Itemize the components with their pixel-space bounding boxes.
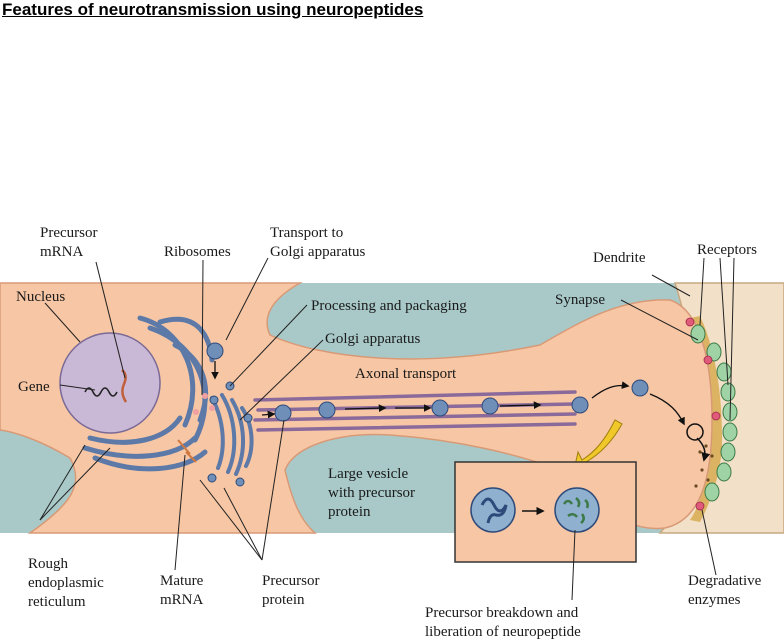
label-gene: Gene [18, 379, 50, 395]
label-synapse: Synapse [555, 292, 605, 308]
label-precursor-protein-1: Precursor [262, 573, 319, 589]
mature-mrna [177, 439, 197, 463]
label-nucleus: Nucleus [16, 289, 65, 305]
label-precursor-mrna-2: mRNA [40, 244, 84, 260]
label-degradative-2: enzymes [688, 592, 741, 608]
inset-breakdown-vesicle [554, 487, 600, 533]
label-golgi-apparatus-top: Golgi apparatus [270, 244, 366, 260]
label-breakdown-1: Precursor breakdown and [425, 605, 579, 621]
label-large-vesicle-3: protein [328, 504, 371, 520]
transport-vesicle [206, 342, 224, 360]
label-precursor-mrna: Precursor [40, 225, 97, 241]
label-ribosomes: Ribosomes [164, 244, 231, 260]
precursor-mrna-strand [121, 369, 128, 403]
degradative-enzymes [685, 317, 721, 511]
inset-precursor-protein [480, 497, 508, 524]
label-degradative-1: Degradative [688, 573, 762, 589]
axonal-transport-arrows [261, 381, 685, 426]
synaptic-cleft [690, 316, 722, 522]
label-precursor-protein-2: protein [262, 592, 305, 608]
label-receptors: Receptors [697, 242, 757, 258]
label-dendrite: Dendrite [593, 250, 646, 266]
label-rough-er-2: endoplasmic [28, 575, 104, 591]
label-rough-er-3: reticulum [28, 594, 86, 610]
page-title: Features of neurotransmission using neur… [2, 0, 424, 19]
label-transport-to: Transport to [270, 225, 343, 241]
docked-vesicle [686, 423, 704, 441]
label-golgi-apparatus: Golgi apparatus [325, 331, 421, 347]
label-mature-mrna-2: mRNA [160, 592, 204, 608]
nucleus [59, 332, 161, 434]
inset-large-vesicle [470, 487, 516, 533]
label-breakdown-2: liberation of neuropeptide [425, 624, 581, 640]
label-large-vesicle-2: with precursor [328, 485, 415, 501]
inset-box [454, 461, 637, 563]
label-mature-mrna-1: Mature [160, 573, 204, 589]
label-processing-packaging: Processing and packaging [311, 298, 467, 314]
leader-lines [39, 257, 735, 601]
axonal-vesicles [274, 379, 649, 422]
gene-strand [84, 387, 118, 397]
inset-neuropeptide-fragments [562, 497, 589, 524]
golgi-vesicles [207, 381, 253, 487]
receptors [690, 324, 738, 502]
label-rough-er-1: Rough [28, 556, 69, 572]
released-neuropeptides [694, 444, 714, 488]
label-axonal-transport: Axonal transport [355, 366, 457, 382]
ribosomes [193, 393, 215, 415]
label-large-vesicle-1: Large vesicle [328, 466, 408, 482]
